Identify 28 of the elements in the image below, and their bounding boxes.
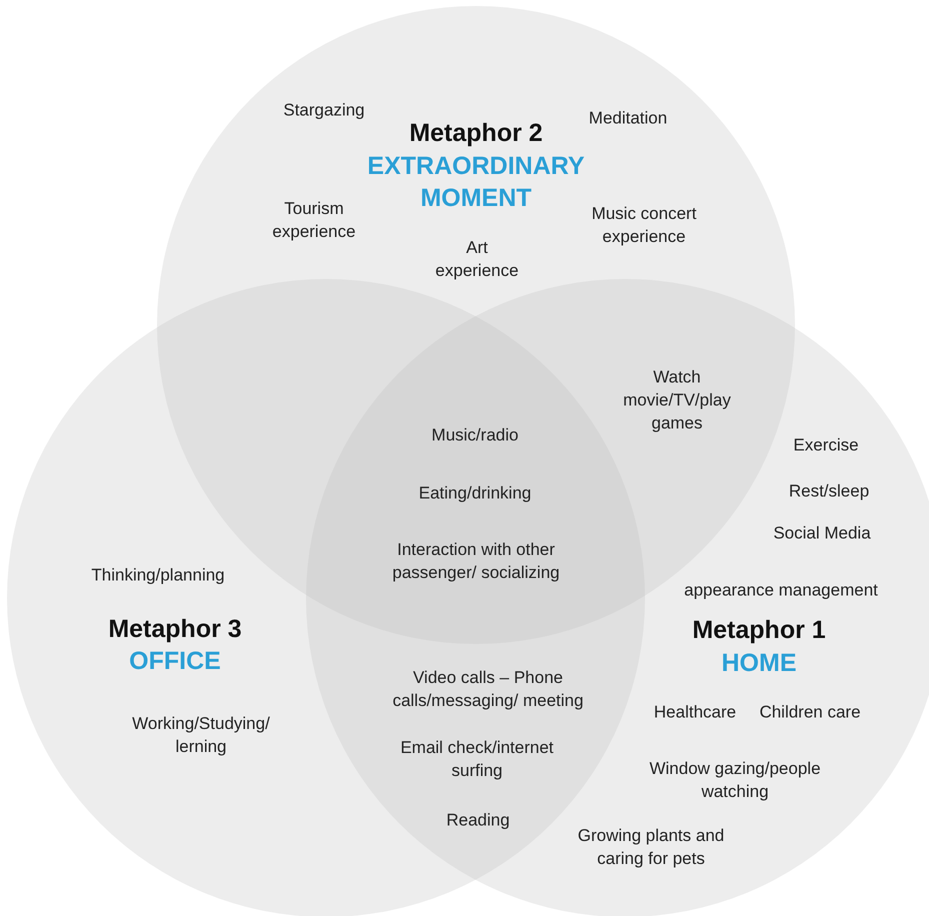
activity-label: Interaction with other passenger/ socializing [391,539,561,584]
activity-label: Rest/sleep [788,480,870,502]
activity-label: Working/Studying/ lerning [131,713,271,758]
activity-label: Healthcare [654,702,736,724]
activity-label: Video calls – Phone calls/messaging/ meeting [392,667,584,712]
activity-label: Art experience [434,237,520,282]
metaphor-title: Metaphor 3 [108,614,242,645]
activity-label: Watch movie/TV/play games [622,366,732,434]
activity-label: Exercise [793,434,859,456]
activity-label: Tourism experience [271,198,357,243]
metaphor-title: Metaphor 2 [409,118,543,149]
activity-label: Window gazing/people watching [648,758,822,803]
metaphor-name: HOME [720,648,798,679]
activity-label: Social Media [773,522,871,544]
activity-label: Thinking/planning [91,564,225,586]
activity-label: Email check/internet surfing [399,737,555,782]
activity-label: appearance management [684,580,878,602]
metaphor-name: EXTRAORDINARY MOMENT [366,151,586,214]
activity-label: Stargazing [283,100,365,122]
activity-label: Music/radio [432,424,518,446]
activity-label: Eating/drinking [418,482,532,504]
activity-label: Music concert experience [590,203,698,248]
activity-label: Growing plants and caring for pets [576,825,726,870]
activity-label: Reading [446,810,510,832]
metaphor-title: Metaphor 1 [692,615,826,646]
activity-label: Meditation [588,108,668,130]
activity-label: Children care [759,702,861,724]
metaphor-name: OFFICE [128,646,222,677]
